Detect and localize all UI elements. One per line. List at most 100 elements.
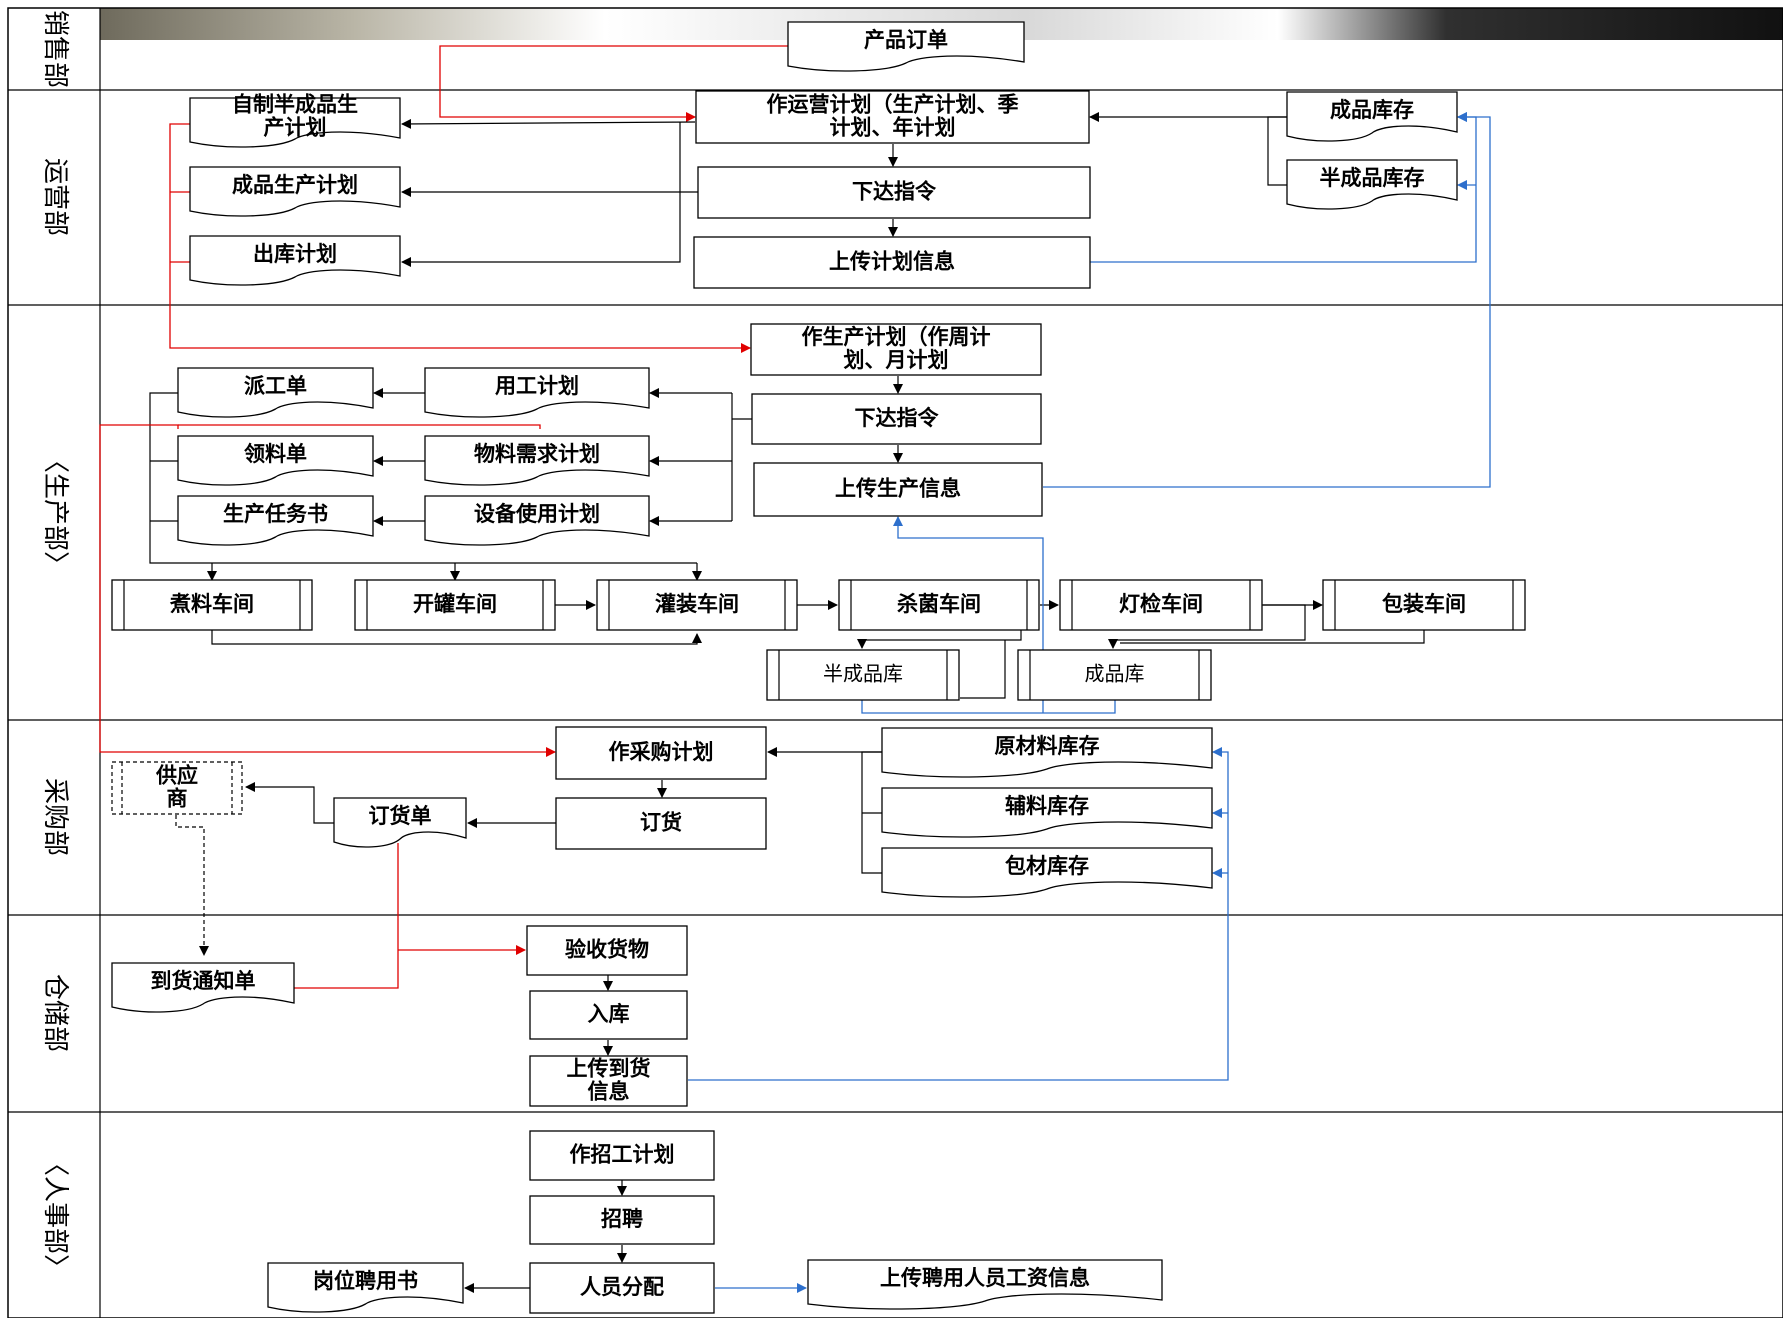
pkg-stock-doc: 包材库存: [881, 847, 1213, 898]
connectors: [99, 45, 1491, 1293]
flow-order-form-red: [294, 843, 399, 989]
finished-plan-doc-label: 成品生产计划: [232, 173, 358, 197]
prod-issue-box-label: 下达指令: [855, 406, 940, 430]
material-plan-doc: 物料需求计划: [424, 435, 650, 486]
order-box-label: 订货: [640, 811, 682, 835]
prod-upload-box-label: 上传生产信息: [835, 477, 961, 501]
flow-ops-to-outbound-plan: [401, 122, 681, 267]
semi-store-label: 半成品库: [823, 662, 903, 686]
flow-steril-to-semi-store: [857, 630, 1022, 649]
workshop-inspect: 灯检车间: [1059, 579, 1263, 631]
flow-ops-to-semi-plan: [401, 118, 696, 129]
arrival-notice-doc: 到货通知单: [111, 962, 295, 1013]
workshop-fill-label: 灌装车间: [655, 592, 739, 616]
ops-issue-box-label: 下达指令: [852, 180, 937, 204]
appointment-doc-label: 岗位聘用书: [313, 1269, 418, 1293]
flow-cook-to-fill-return: [211, 630, 702, 645]
flow-pick-to-purchase-plan: [99, 424, 556, 757]
ops-issue-box: 下达指令: [697, 166, 1091, 219]
recruit-box-label: 招聘: [601, 1207, 643, 1231]
ops-upload-box: 上传计划信息: [693, 236, 1091, 289]
upload-wage-doc: 上传聘用人员工资信息: [807, 1259, 1163, 1310]
ops-plan-box-label: 作运营计划（生产计划、季: [767, 93, 1019, 117]
order-form-doc-label: 订货单: [369, 804, 432, 828]
flow-order-to-ops-plan: [439, 45, 788, 122]
labor-plan-doc-label: 用工计划: [495, 374, 579, 398]
order-box: 订货: [555, 797, 767, 850]
supplier-box-label: 供应: [155, 764, 198, 788]
prod-upload-box: 上传生产信息: [753, 462, 1043, 517]
inspect-goods-box-label: 验收货物: [565, 938, 649, 962]
prod-plan-box-label: 划、月计划: [844, 348, 949, 372]
lane-label-hr: 〈人事部〉: [40, 1150, 70, 1280]
recruit-plan-box-label: 作招工计划: [570, 1143, 675, 1167]
workshop-pack: 包装车间: [1322, 579, 1526, 631]
flow-supplier-to-arrival-notice: [175, 815, 209, 956]
prod-issue-box: 下达指令: [751, 393, 1042, 445]
order-form-doc: 订货单: [333, 797, 467, 848]
appointment-doc: 岗位聘用书: [267, 1262, 464, 1313]
finished-store-label: 成品库: [1085, 662, 1145, 686]
staff-assign-box: 人员分配: [529, 1262, 715, 1314]
warehousing-box: 入库: [529, 990, 688, 1040]
lane-label-purchasing: 采购部: [40, 778, 70, 856]
workshop-can: 开罐车间: [354, 579, 556, 631]
equip-plan-doc: 设备使用计划: [424, 495, 650, 546]
finished-stock-doc-label: 成品库存: [1330, 98, 1414, 122]
flow-order-form-to-supplier: [245, 782, 334, 824]
task-book-doc-label: 生产任务书: [223, 502, 328, 526]
finished-store: 成品库: [1017, 649, 1212, 701]
workshop-fill: 灌装车间: [596, 579, 798, 631]
prod-plan-box-label: 作生产计划（作周计: [802, 325, 991, 349]
supplier-box-label: 商: [167, 787, 188, 811]
workshop-steril-label: 杀菌车间: [897, 592, 981, 616]
flow-prod-upload-to-finished-stock: [1043, 112, 1491, 488]
recruit-plan-box: 作招工计划: [529, 1130, 715, 1181]
workshop-inspect-label: 灯检车间: [1119, 592, 1203, 616]
semi-plan-doc-label: 产计划: [264, 116, 327, 140]
aux-stock-doc-label: 辅料库存: [1005, 794, 1089, 818]
lane-label-sales: 销售部: [40, 10, 70, 88]
lane-label-warehouse: 仓储部: [40, 974, 70, 1052]
pick-list-doc: 领料单: [177, 435, 374, 486]
pick-list-doc-label: 领料单: [244, 442, 307, 466]
product-order-doc-label: 产品订单: [864, 28, 948, 52]
semi-stock-doc: 半成品库存: [1286, 159, 1458, 210]
workshop-cook-label: 煮料车间: [169, 592, 254, 616]
flow-stores-blue: [861, 700, 1116, 714]
lane-label-operations: 运营部: [40, 158, 70, 236]
purchase-plan-box-label: 作采购计划: [609, 740, 714, 764]
recruit-box: 招聘: [529, 1195, 715, 1245]
dispatch-doc-label: 派工单: [244, 374, 307, 398]
flow-inspect-to-finished-store: [1108, 604, 1306, 649]
finished-stock-doc: 成品库存: [1286, 91, 1458, 142]
outbound-plan-doc-label: 出库计划: [253, 242, 337, 266]
outbound-plan-doc: 出库计划: [189, 235, 401, 286]
raw-stock-doc: 原材料库存: [881, 727, 1213, 778]
warehousing-box-label: 入库: [588, 1002, 630, 1026]
product-order-doc: 产品订单: [787, 21, 1025, 72]
dispatch-doc: 派工单: [177, 367, 374, 418]
semi-stock-doc-label: 半成品库存: [1320, 166, 1425, 190]
lane-label-production: 〈生产部〉: [40, 447, 70, 577]
flow-docs-bus: [149, 392, 697, 564]
pkg-stock-doc-label: 包材库存: [1005, 854, 1089, 878]
ops-plan-box-label: 计划、年计划: [830, 116, 956, 140]
flow-arrival-to-raw-stock: [688, 747, 1229, 1081]
supplier-box: 供应商: [111, 761, 243, 815]
flow-stores-to-prod-upload: [893, 516, 1044, 713]
ops-upload-box-label: 上传计划信息: [829, 250, 955, 274]
workshop-pack-label: 包装车间: [1382, 592, 1466, 616]
upload-arrival-box-label: 上传到货: [567, 1057, 651, 1081]
inspect-goods-box: 验收货物: [526, 925, 688, 976]
raw-stock-doc-label: 原材料库存: [995, 734, 1100, 758]
task-book-doc: 生产任务书: [177, 495, 374, 546]
semi-plan-doc-label: 自制半成品生: [232, 93, 358, 117]
flow-ops-docs-to-prod-plan: [169, 123, 751, 353]
flow-stock-bracket: [1267, 116, 1287, 186]
workshop-cook: 煮料车间: [111, 579, 313, 631]
